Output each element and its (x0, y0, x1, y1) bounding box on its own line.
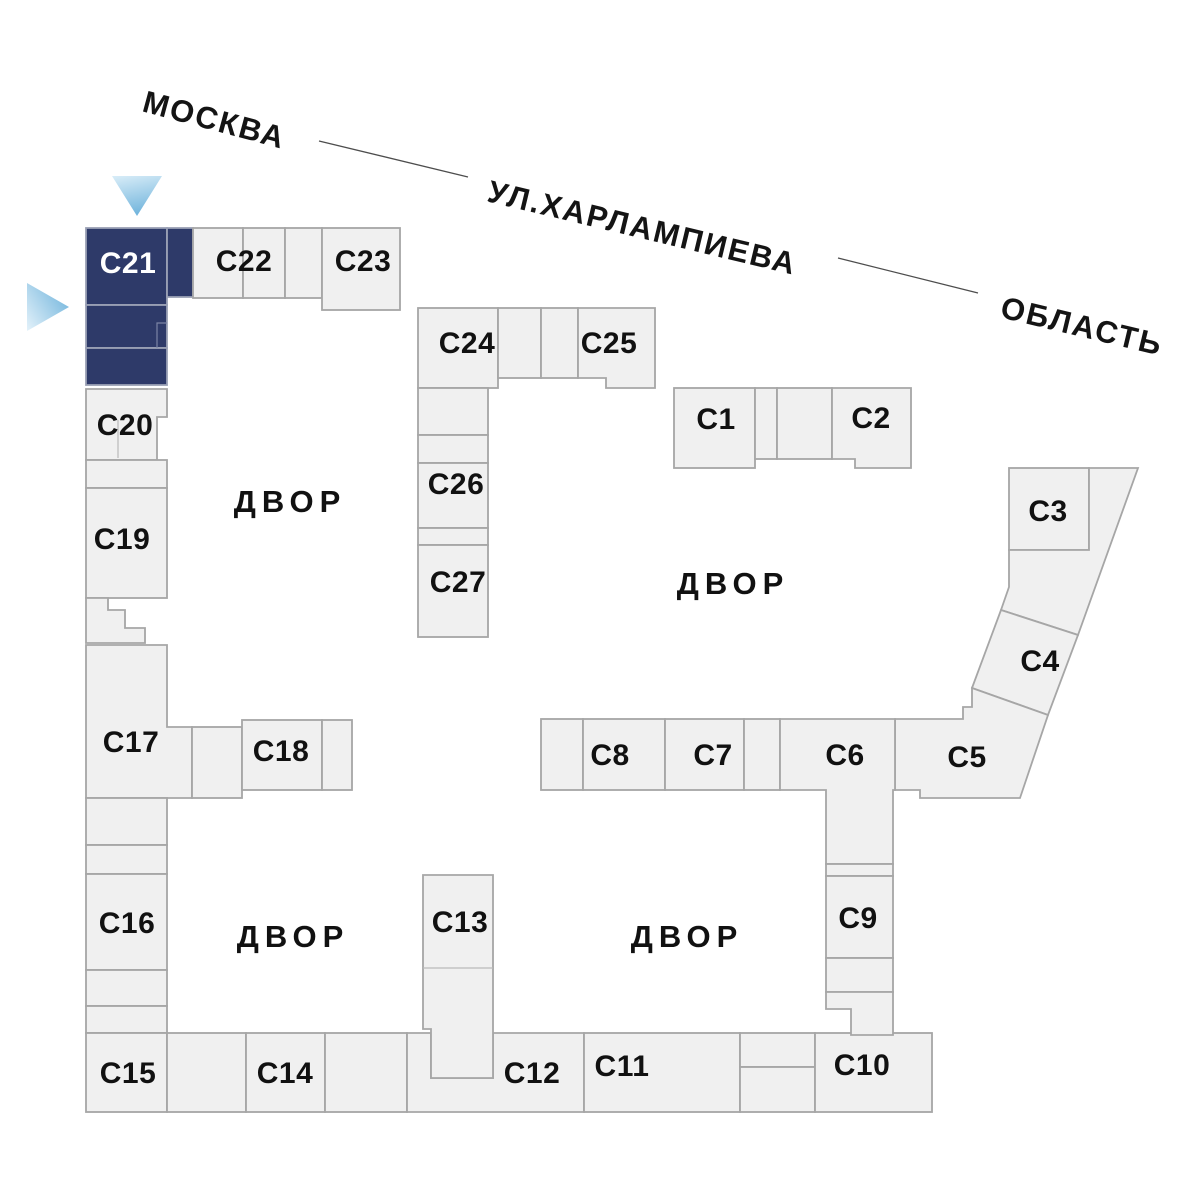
building-c13[interactable] (422, 874, 494, 1079)
building-c15-label: С15 (100, 1057, 157, 1090)
building-c8-label: С8 (590, 739, 629, 772)
building-c17-label: С17 (103, 726, 160, 759)
building-section[interactable] (825, 991, 894, 1036)
building-c21[interactable] (166, 227, 194, 298)
building-c10-label: С10 (834, 1049, 891, 1082)
building-section[interactable] (497, 307, 542, 379)
courtyard-label: ДВОР (677, 566, 790, 601)
building-section[interactable] (825, 863, 894, 877)
building-section[interactable] (85, 459, 168, 489)
building-c22[interactable] (242, 227, 286, 299)
building-section[interactable] (739, 1066, 816, 1113)
building-c21[interactable] (85, 347, 168, 386)
building-c18[interactable] (241, 719, 323, 791)
building-c15[interactable] (85, 1032, 168, 1113)
building-section[interactable] (417, 527, 489, 546)
building-section[interactable] (85, 969, 168, 1007)
building-c10[interactable] (814, 1032, 933, 1113)
building-c27-label: С27 (430, 566, 487, 599)
pointer-arrow-down-icon (112, 176, 162, 216)
building-c14-label: С14 (257, 1057, 314, 1090)
building-c14[interactable] (245, 1032, 326, 1113)
building-section[interactable] (540, 307, 579, 379)
building-c5[interactable] (894, 686, 1050, 799)
building-c2[interactable] (831, 387, 912, 469)
building-c12-label: С12 (504, 1057, 561, 1090)
building-c1-label: С1 (696, 403, 735, 436)
courtyard-label: ДВОР (234, 484, 347, 519)
building-section[interactable] (166, 1032, 247, 1113)
building-c25-label: С25 (581, 327, 638, 360)
building-section[interactable] (417, 387, 489, 436)
street-line (318, 140, 469, 178)
building-c11[interactable] (583, 1032, 741, 1113)
building-section[interactable] (85, 844, 168, 875)
building-section[interactable] (743, 718, 781, 791)
building-c21[interactable] (85, 304, 168, 349)
building-c26-label: С26 (428, 468, 485, 501)
building-c23-label: С23 (335, 245, 392, 278)
building-c8[interactable] (582, 718, 666, 791)
building-c2-label: С2 (851, 402, 890, 435)
building-section[interactable] (776, 387, 833, 460)
building-c16-label: С16 (99, 907, 156, 940)
street-name-label: УЛ.ХАРЛАМПИЕВА (484, 174, 800, 282)
building-c24[interactable] (417, 307, 499, 389)
building-section[interactable] (825, 957, 894, 993)
building-c16[interactable] (85, 873, 168, 971)
building-section[interactable] (284, 227, 323, 299)
building-section[interactable] (739, 1032, 816, 1068)
building-labels: С1 С2 С3 С4 С5 С6 С7 С8 С9 С10 С11 С12 С… (94, 245, 1067, 1090)
building-c21[interactable] (85, 227, 168, 306)
street-region-label: ОБЛАСТЬ (997, 290, 1166, 363)
building-c18-label: С18 (253, 735, 310, 768)
building-section[interactable] (85, 1005, 168, 1034)
building-section[interactable] (85, 797, 168, 846)
building-c19[interactable] (85, 487, 168, 599)
building-section[interactable] (999, 467, 1140, 637)
building-section[interactable] (540, 718, 584, 791)
building-c23[interactable] (321, 227, 401, 311)
building-section[interactable] (754, 387, 778, 460)
street-city-label: МОСКВА (139, 84, 290, 156)
building-section[interactable] (192, 227, 244, 299)
building-c11-label: С11 (595, 1050, 650, 1083)
courtyard-label: ДВОР (631, 919, 744, 954)
building-c4-label: С4 (1020, 645, 1059, 678)
building-c24-label: С24 (439, 327, 496, 360)
building-c7[interactable] (664, 718, 745, 791)
building-section[interactable] (324, 1032, 408, 1113)
building-c21-group (85, 227, 194, 386)
building-c5-label: С5 (947, 741, 986, 774)
building-section[interactable] (191, 726, 243, 799)
building-section[interactable] (417, 434, 489, 464)
parcel-divider (156, 322, 167, 348)
building-c19-label: С19 (94, 523, 151, 556)
building-section[interactable] (321, 719, 353, 791)
building-c27[interactable] (417, 544, 489, 638)
building-c17[interactable] (85, 644, 193, 799)
building-c3-label: С3 (1028, 495, 1067, 528)
courtyard-labels: ДВОР ДВОР ДВОР ДВОР (234, 484, 790, 954)
building-c1[interactable] (673, 387, 756, 469)
building-section[interactable] (85, 597, 146, 644)
building-c9-label: С9 (838, 902, 877, 935)
courtyard-label: ДВОР (237, 919, 350, 954)
building-c7-label: С7 (693, 739, 732, 772)
building-c22-label: С22 (216, 245, 273, 278)
building-c20-label: С20 (97, 409, 154, 442)
street-line (837, 257, 979, 294)
pointer-arrow-right-icon (27, 283, 69, 331)
building-c21-label: С21 (100, 247, 157, 280)
building-c6-label: С6 (825, 739, 864, 772)
building-c13-label: С13 (432, 906, 489, 939)
building-c25[interactable] (577, 307, 656, 389)
